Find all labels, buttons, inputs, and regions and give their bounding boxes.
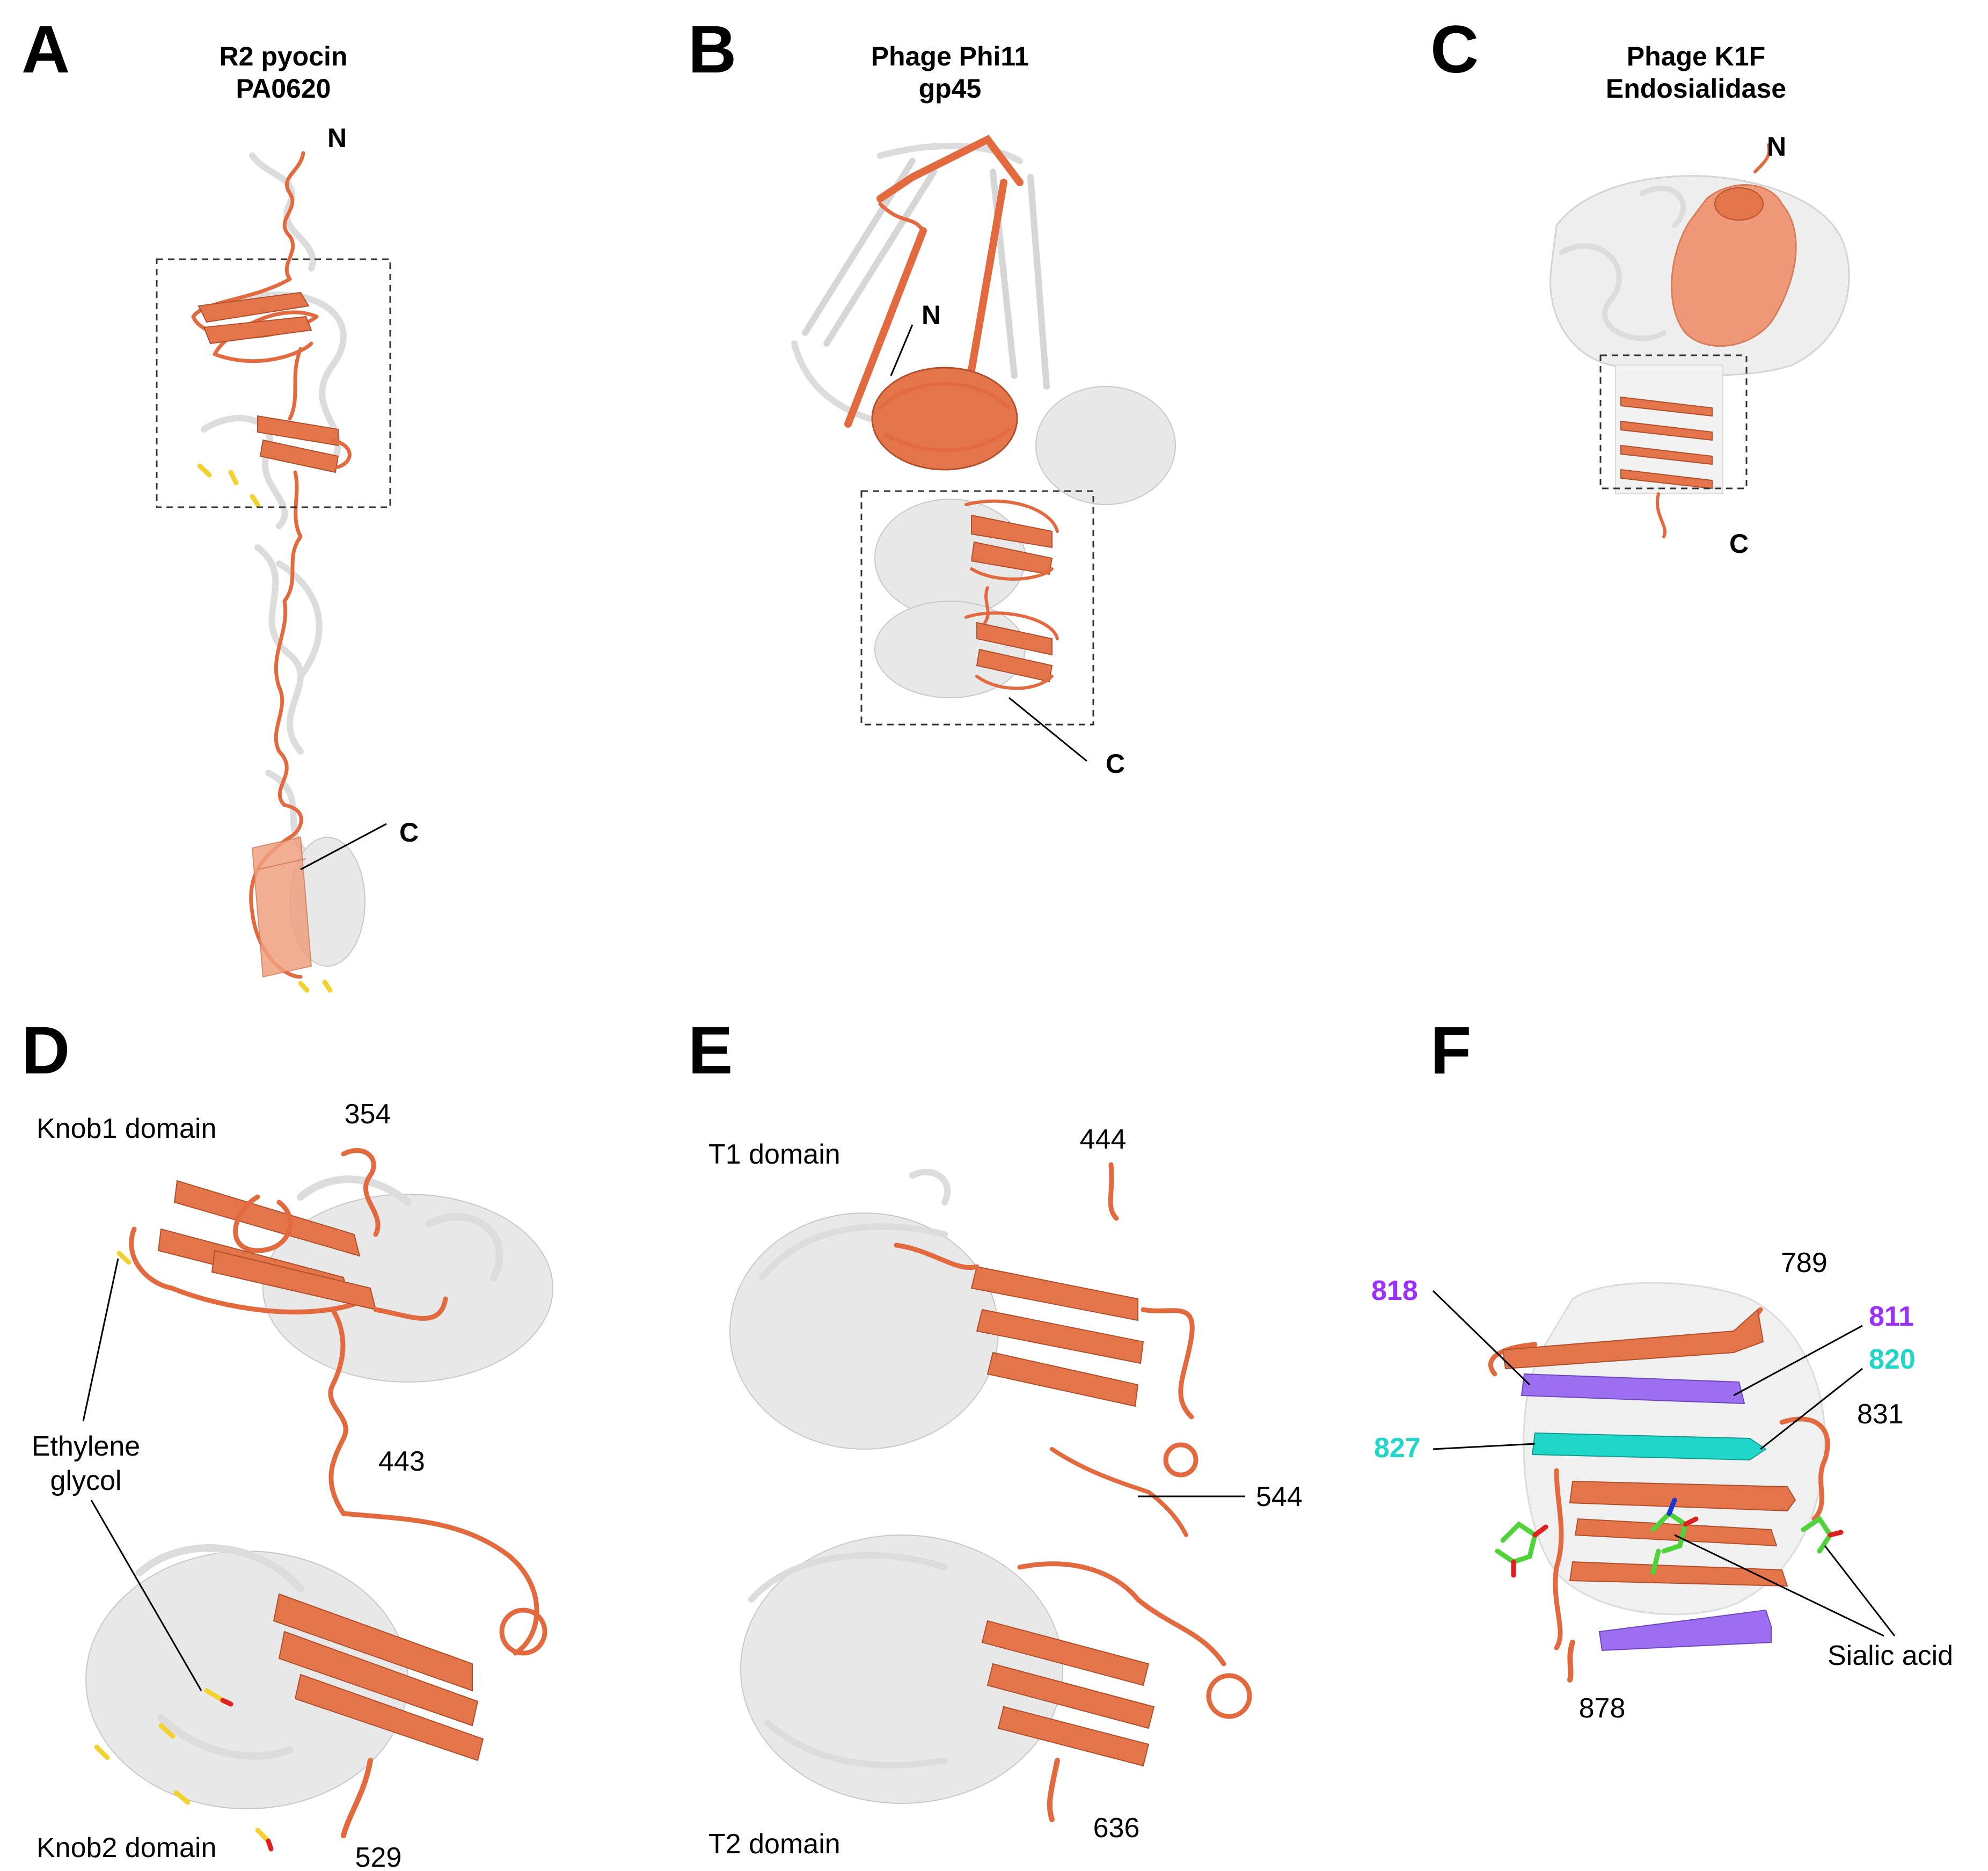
panel-d-knob1-label: Knob1 domain: [36, 1113, 216, 1144]
panel-f-structure: [1488, 1282, 1844, 1683]
panel-e-res-544: 544: [1256, 1481, 1303, 1512]
panel-b-title-line1: Phage Phi11: [871, 41, 1029, 71]
panel-f-res-811: 811: [1869, 1301, 1914, 1332]
panel-e-structure: [729, 1162, 1252, 1822]
panel-e-t2-label: T2 domain: [708, 1829, 840, 1860]
panel-d-knob2-label: Knob2 domain: [36, 1832, 216, 1863]
panel-f-ligand-label: Sialic acid: [1828, 1640, 1953, 1671]
strand-purple-lower: [1598, 1609, 1772, 1651]
panel-a-c-leader: [300, 823, 387, 871]
panel-c-structure: [1550, 143, 1850, 538]
panel-b-structure: [791, 135, 1176, 698]
panel-f-res-818-leader: [1432, 1290, 1531, 1386]
panel-a-title-line1: R2 pyocin: [220, 41, 348, 71]
panel-a-structure: [191, 151, 366, 993]
panel-c: C Phage K1F Endosialidase N C: [1430, 12, 1850, 559]
panel-e-res-444: 444: [1080, 1124, 1127, 1155]
strand-cyan-827: [1531, 1432, 1767, 1461]
panel-c-zoom-box: [1599, 354, 1748, 489]
panel-f-res-827: 827: [1374, 1433, 1421, 1464]
panel-f-ligand-leader-1: [1674, 1534, 1884, 1637]
panel-a-letter: A: [21, 12, 70, 87]
panel-f-res-820-leader: [1760, 1368, 1863, 1450]
panel-a-zoom-box: [156, 258, 391, 508]
panel-b-n-label: N: [922, 300, 941, 330]
panel-c-title-line1: Phage K1F: [1627, 41, 1765, 71]
panel-f-ligand-leader-2: [1824, 1545, 1896, 1636]
panel-b-c-leader: [1008, 697, 1087, 762]
panel-f: F 789 811: [1371, 1013, 1953, 1724]
panel-f-res-831: 831: [1857, 1399, 1904, 1430]
panel-a: A R2 pyocin PA0620: [21, 12, 419, 993]
panel-d-res-529: 529: [355, 1842, 402, 1871]
panel-b-letter: B: [688, 12, 736, 87]
panel-a-c-label: C: [399, 817, 419, 847]
panel-d-res-443: 443: [378, 1446, 425, 1477]
panel-f-res-789: 789: [1781, 1247, 1828, 1278]
panel-f-res-820: 820: [1869, 1344, 1916, 1375]
panel-e: E T1 domain 444 544 T2 doma: [688, 1013, 1303, 1860]
panel-d-ligand-line1: Ethylene: [32, 1431, 140, 1462]
panel-e-res-636: 636: [1093, 1812, 1140, 1844]
panel-f-res-818: 818: [1371, 1275, 1418, 1306]
panel-b-title-line2: gp45: [919, 74, 982, 104]
panel-b-n-leader: [890, 324, 913, 376]
panel-d-res-354: 354: [345, 1099, 391, 1130]
panel-c-letter: C: [1430, 12, 1479, 87]
panel-c-title-line2: Endosialidase: [1606, 74, 1786, 104]
panel-a-n-label: N: [327, 123, 347, 153]
panel-c-n-label: N: [1767, 131, 1786, 162]
panel-f-res-811-leader: [1733, 1325, 1863, 1397]
panel-f-res-878: 878: [1579, 1693, 1626, 1724]
panel-f-res-827-leader: [1432, 1443, 1536, 1450]
panel-d-ligand-leader-bottom: [90, 1500, 202, 1691]
panel-c-c-label: C: [1729, 529, 1749, 559]
panel-e-letter: E: [688, 1013, 733, 1088]
panel-b-c-label: C: [1106, 749, 1125, 779]
panel-d-ligand-line2: glycol: [50, 1465, 122, 1496]
panel-d-letter: D: [21, 1013, 70, 1088]
panel-f-letter: F: [1430, 1013, 1471, 1088]
panel-d: D: [21, 1013, 553, 1871]
panel-d-ligand-leader-top: [82, 1258, 119, 1422]
panel-b: B Phage Phi11 gp45: [688, 12, 1176, 779]
panel-b-zoom-box: [860, 490, 1094, 726]
panel-d-structure: [85, 1148, 553, 1852]
panel-e-t1-label: T1 domain: [708, 1139, 840, 1170]
panel-a-title-line2: PA0620: [236, 74, 331, 104]
strand-purple-818: [1521, 1373, 1745, 1405]
